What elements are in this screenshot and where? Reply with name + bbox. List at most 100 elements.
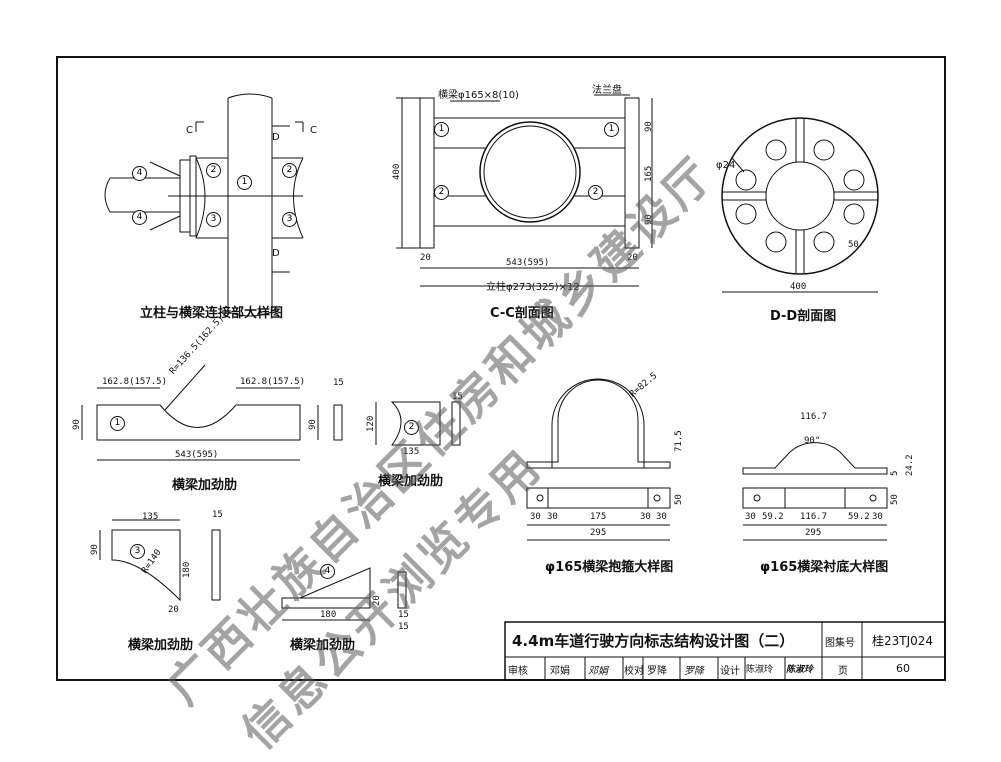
dim-90-b: 90 [644,214,654,225]
drawing-sheet [56,56,946,681]
page-number: 60 [896,662,910,675]
review-signature: 邓娟 [588,666,608,677]
view-title-hoop: φ165横梁抱箍大样图 [545,560,674,575]
drawing-title: 4.4m车道行驶方向标志结构设计图（二） [512,632,795,650]
view-dd-section [721,117,879,293]
part-marker: 4 [132,210,147,225]
dim-175: 175 [590,512,607,522]
dim-90-l: 90 [72,419,82,430]
view-stiffener-small [375,401,461,446]
part-marker: 4 [320,564,335,579]
view-title-stiffener-tri: 横梁加劲肋 [128,638,194,653]
review-label: 审核 [508,666,528,677]
dim-135-a: 135 [403,447,420,457]
dim-90-r: 90 [308,419,318,430]
part-marker: 1 [604,122,619,137]
design-name: 陈淑玲 [746,665,774,675]
part-marker: 1 [237,175,252,190]
dim-295-b: 295 [805,528,822,538]
hole-dia-note: φ24 [716,160,736,171]
part-marker: 2 [434,185,449,200]
dim-90deg: 90° [804,436,821,446]
dim-592-a: 59.2 [762,512,784,522]
dim-400-h: 400 [790,282,807,292]
dim-1167-top: 116.7 [800,412,828,422]
dim-15-d: 15 [398,610,409,620]
part-marker: 2 [282,163,297,178]
part-marker: 2 [588,185,603,200]
dim-90-c: 90 [90,544,100,555]
dim-592-b: 59.2 [848,512,870,522]
part-marker: 2 [404,420,419,435]
dim-50-a: 50 [674,494,684,505]
part-marker: 3 [130,544,145,559]
part-marker: 1 [434,122,449,137]
check-signature: 罗降 [684,666,704,677]
dim-1167: 116.7 [800,512,828,522]
beam-spec-note: 横梁φ165×8(10) [438,90,519,101]
dim-400-v: 400 [392,163,402,180]
check-name: 罗降 [647,666,667,677]
dim-5: 5 [890,470,900,476]
dim-30-1: 30 [530,512,541,522]
view-column-beam-connection [104,93,304,317]
section-mark-d-bottom: D [272,248,280,259]
dim-30-6: 30 [872,512,883,522]
dim-543-c: 543(595) [506,258,550,268]
dim-242: 24.2 [905,454,915,476]
dim-20-c: 20 [168,605,179,615]
view-hoop [526,378,671,541]
dim-165: 165 [644,165,654,182]
view-title-liner: φ165横梁衬底大样图 [760,560,889,575]
dim-30-5: 30 [745,512,756,522]
outer-frame [56,56,946,681]
part-marker: 4 [132,166,147,181]
dim-20-d: 20 [372,595,382,606]
dim-90-a: 90 [644,121,654,132]
dim-30-3: 30 [640,512,651,522]
title-block-lines [504,621,946,681]
dim-162-b: 162.8(157.5) [240,377,306,387]
view-stiffener-tri [99,519,221,602]
section-mark-c-right: C [310,125,317,136]
view-title-stiffener-sloped: 横梁加劲肋 [290,638,356,653]
dim-20-b: 20 [627,253,638,263]
design-label: 设计 [720,666,740,677]
dim-120: 120 [366,415,376,432]
dim-180-h: 180 [320,610,337,620]
dim-30-4: 30 [656,512,667,522]
dim-295-a: 295 [590,528,607,538]
view-liner [742,442,888,541]
review-name: 邓娟 [550,666,570,677]
view-title-stiffener-long: 横梁加劲肋 [172,478,238,493]
atlas-label: 图集号 [825,638,855,649]
part-marker: 3 [282,212,297,227]
view-title-connection: 立柱与横梁连接部大样图 [140,306,284,321]
view-stiffener-long [81,364,343,461]
dim-50-b: 50 [890,494,900,505]
dim-15-c: 15 [212,510,223,520]
dim-543: 543(595) [175,450,219,460]
dim-180-v: 180 [182,561,192,578]
dim-15-b: 15 [452,392,463,402]
atlas-number: 桂23TJ024 [872,634,934,648]
page-label: 页 [838,666,848,677]
dim-715: 71.5 [674,430,684,452]
dim-15-a: 15 [333,378,344,388]
check-label: 校对 [624,666,644,677]
column-spec-note: 立柱φ273(325)×12 [486,282,580,293]
view-title-cc: C-C剖面图 [490,306,554,321]
part-marker: 1 [110,416,125,431]
dim-50-r: 50 [848,240,859,250]
view-stiffener-sloped [281,567,407,621]
view-title-dd: D-D剖面图 [770,309,837,324]
dim-15-e: 15 [398,622,409,632]
dim-162-a: 162.8(157.5) [102,377,168,387]
design-signature: 陈淑玲 [786,665,814,675]
flange-note: 法兰盘 [592,85,622,96]
dim-135-b: 135 [142,512,159,522]
part-marker: 2 [206,163,221,178]
dim-20-a: 20 [420,253,431,263]
view-title-stiffener-small: 横梁加劲肋 [378,474,444,489]
section-mark-d-top: D [272,132,280,143]
